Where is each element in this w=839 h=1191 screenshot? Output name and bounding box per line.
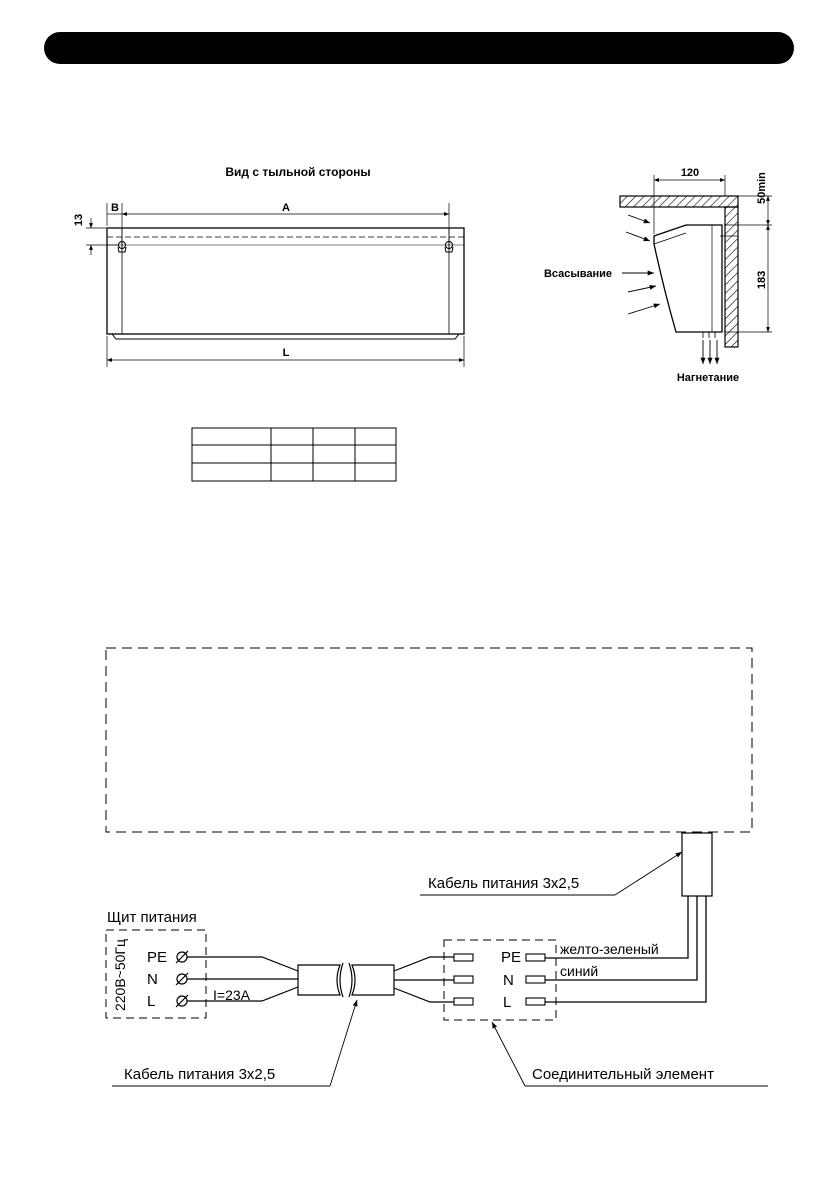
discharge-label: Нагнетание <box>677 372 739 384</box>
ceiling-slab <box>619 195 739 208</box>
device-body-rear <box>106 227 465 335</box>
dimension-table <box>191 427 397 482</box>
power-panel-label: Щит питания <box>107 909 197 926</box>
side-view: 120 50min 183 Всасывание Нагнетание <box>544 167 772 384</box>
mount-hole-left-icon <box>117 236 127 253</box>
dim-13-label: 13 <box>73 214 85 226</box>
cable-bottom-label: Кабель питания 3х2,5 <box>124 1066 275 1083</box>
rear-view-title: Вид с тыльной стороны <box>225 165 370 179</box>
wire-pe-color-label: желто-зеленый <box>560 941 659 957</box>
connector-terminal-pe: PE <box>501 949 521 966</box>
dim-b-label: B <box>111 202 119 214</box>
connector-label: Соединительный элемент <box>532 1066 714 1083</box>
connector-terminal-n: N <box>503 972 514 989</box>
panel-terminal-n: N <box>147 971 158 988</box>
rear-view: Вид с тыльной стороны B A <box>73 165 465 367</box>
power-panel-box <box>105 929 207 1019</box>
voltage-label: 220В~50Гц <box>112 939 128 1011</box>
section-header-bar <box>44 32 794 64</box>
dim-183-label: 183 <box>756 271 768 289</box>
power-cable <box>297 962 395 998</box>
panel-terminal-pe: PE <box>147 949 167 966</box>
intake-arrows <box>622 214 661 315</box>
cable-gland <box>681 832 713 897</box>
terminal-screw-icon <box>175 950 189 1008</box>
intake-label: Всасывание <box>544 268 612 280</box>
dim-120-label: 120 <box>681 167 699 179</box>
device-outline <box>105 647 753 833</box>
dim-a-label: A <box>282 202 290 214</box>
wall <box>724 206 739 348</box>
cable-top-label: Кабель питания 3х2,5 <box>428 875 579 892</box>
connector-block <box>443 939 557 1021</box>
wiring-diagram: Кабель питания 3х2,5 Щит питания 220В~50… <box>105 647 768 1087</box>
discharge-arrows <box>700 340 720 364</box>
mount-hole-right-icon <box>444 236 454 253</box>
connector-terminal-l: L <box>503 994 511 1011</box>
wire-n-color-label: синий <box>560 963 598 979</box>
current-label: I=23A <box>213 987 251 1003</box>
connector-pin-icon <box>453 953 546 1006</box>
dim-50min-label: 50min <box>756 172 768 204</box>
device-body-side <box>653 224 723 333</box>
dim-l-label: L <box>283 347 290 359</box>
panel-terminal-l: L <box>147 993 155 1010</box>
